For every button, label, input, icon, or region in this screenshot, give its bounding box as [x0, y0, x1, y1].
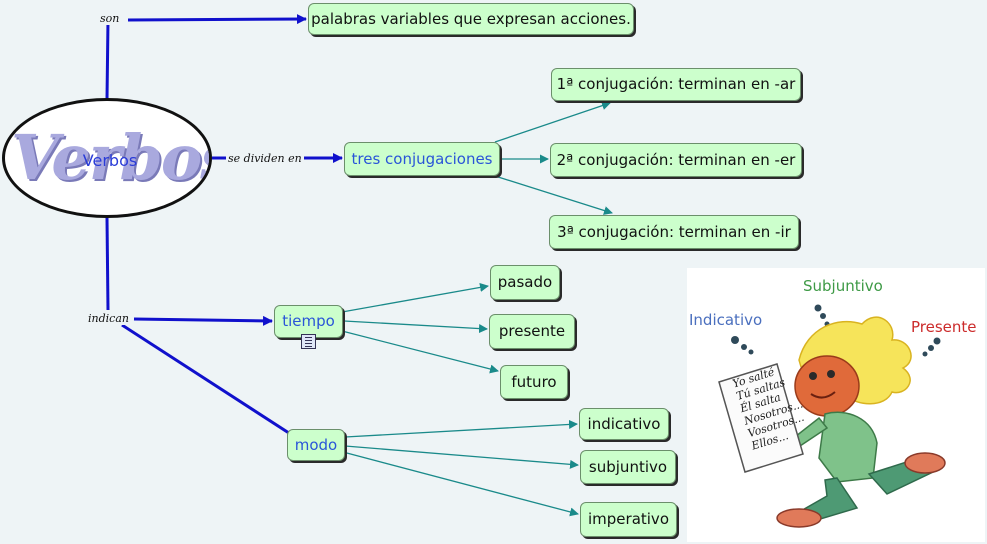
illustration-label-subjuntivo: Subjuntivo [803, 277, 883, 295]
document-icon[interactable] [301, 334, 316, 349]
concept-indicativo[interactable]: indicativo [579, 408, 669, 440]
illustration-label-indicativo: Indicativo [689, 311, 763, 329]
illustration-running-boy: Indicativo Subjuntivo Presente Yo salté … [687, 268, 985, 542]
link-indican-modo [121, 323, 293, 437]
concept-imperativo[interactable]: imperativo [580, 502, 677, 537]
link-tiempo-futuro [341, 330, 499, 374]
link-root-indican [105, 217, 110, 311]
link-label-indican: indican [86, 312, 131, 325]
concept-definicion[interactable]: palabras variables que expresan acciones… [308, 3, 634, 35]
concept-presente[interactable]: presente [489, 314, 575, 349]
concept-subjuntivo[interactable]: subjuntivo [580, 450, 676, 484]
concept-pasado[interactable]: pasado [490, 265, 560, 300]
link-modo-imperativo [342, 451, 579, 517]
link-label-se-dividen-en: se dividen en [226, 152, 304, 165]
concept-3a-conjugacion[interactable]: 3ª conjugación: terminan en -ir [549, 215, 799, 249]
link-modo-subjuntivo [344, 445, 579, 469]
link-tres-conj1 [494, 101, 611, 143]
verbos-wordart: Verbos [11, 121, 212, 194]
concept-2a-conjugacion[interactable]: 2ª conjugación: terminan en -er [550, 143, 802, 177]
concept-modo[interactable]: modo [287, 429, 345, 461]
link-son-definicion [127, 14, 307, 25]
illustration-drawing [718, 304, 946, 528]
link-modo-indicativo [344, 419, 578, 438]
link-tiempo-pasado [341, 282, 489, 313]
concept-1a-conjugacion[interactable]: 1ª conjugación: terminan en -ar [551, 68, 801, 101]
concept-futuro[interactable]: futuro [500, 365, 568, 399]
link-root-son [105, 19, 110, 100]
link-tres-conj3 [494, 175, 613, 215]
root-concept-label: Verbos [82, 151, 138, 170]
link-label-son: son [98, 12, 122, 25]
illustration-label-presente: Presente [911, 318, 977, 336]
root-concept-verbos[interactable]: Verbos Verbos [2, 98, 212, 218]
concept-tres-conjugaciones[interactable]: tres conjugaciones [344, 142, 500, 176]
link-tiempo-presente [343, 320, 488, 334]
link-indican-tiempo [133, 315, 273, 326]
